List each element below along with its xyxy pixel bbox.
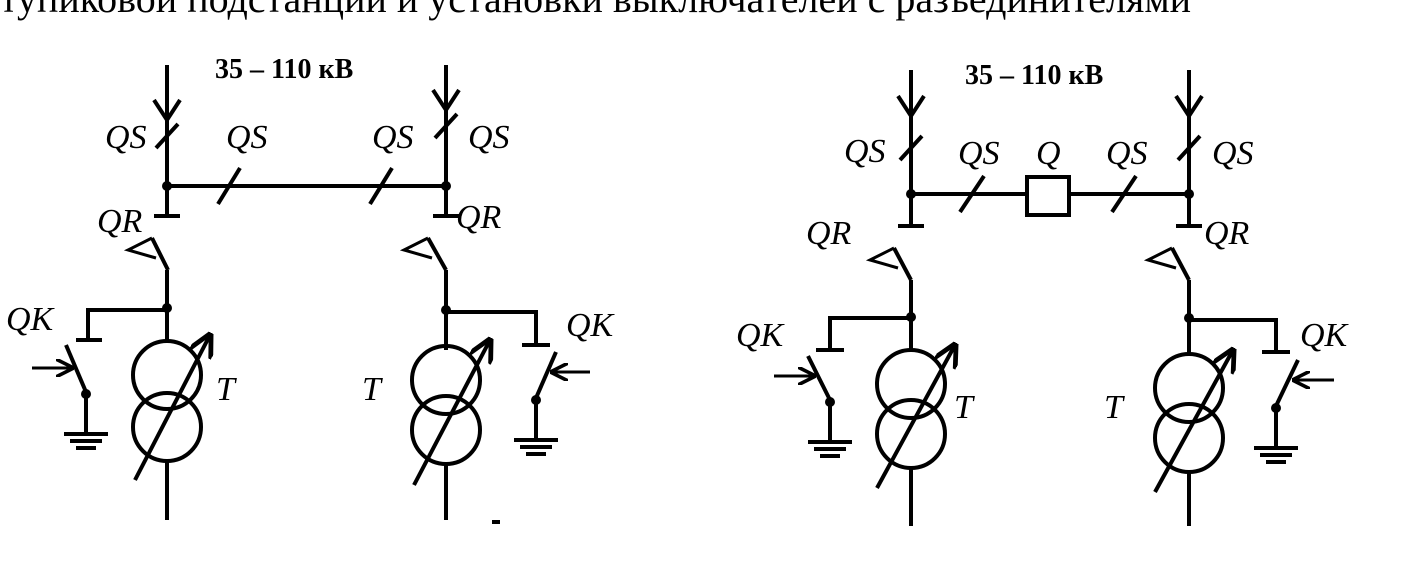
label-qk: QK [1300, 317, 1350, 354]
label-qr: QR [806, 215, 852, 252]
branch-left [774, 194, 955, 526]
disconnector-qs-mark [1110, 174, 1138, 214]
ground-icon [808, 440, 852, 458]
bridge-bus [162, 166, 451, 206]
line-input-left [152, 65, 182, 186]
right-scheme: 35 – 110 кВ [736, 60, 1350, 526]
label-t: T [1104, 389, 1125, 426]
disconnector-qs-mark [216, 166, 242, 206]
label-qs: QS [226, 119, 268, 156]
label-t: T [216, 371, 237, 408]
line-input-right [431, 65, 461, 186]
label-qs: QS [1212, 135, 1254, 172]
transformer-icon [131, 335, 210, 481]
earthing-switch-qk-blade [64, 344, 88, 393]
label-t: T [954, 389, 975, 426]
label-qk: QK [736, 317, 786, 354]
earthing-switch-qk-blade [1274, 359, 1300, 407]
label-qs: QS [844, 133, 886, 170]
disconnector-qs-mark [368, 166, 394, 206]
transformer-icon [875, 345, 955, 489]
voltage-label: 35 – 110 кВ [215, 54, 353, 85]
label-q: Q [1036, 135, 1061, 172]
earthing-switch-qk-blade [534, 351, 558, 399]
branch-right [1143, 194, 1334, 526]
label-qr: QR [97, 203, 143, 240]
branch-right [399, 186, 590, 520]
label-qk: QK [6, 301, 56, 338]
disconnector-qs-mark [1176, 134, 1202, 162]
label-qs: QS [105, 119, 147, 156]
disconnector-qs-mark [154, 122, 180, 150]
breaker-q-icon [1025, 175, 1071, 217]
label-qs: QS [958, 135, 1000, 172]
branch-left [32, 186, 210, 520]
label-qs: QS [1106, 135, 1148, 172]
short-circuiter-qr-blade [150, 237, 170, 271]
label-t: T [362, 371, 383, 408]
ground-icon [64, 432, 108, 450]
transformer-icon [1153, 350, 1233, 493]
label-qs: QS [372, 119, 414, 156]
label-qr: QR [456, 199, 502, 236]
earthing-switch-qk-blade [806, 355, 832, 401]
label-qk: QK [566, 307, 616, 344]
ground-icon [514, 438, 558, 456]
short-circuiter-qr-blade [1170, 247, 1191, 281]
label-qr: QR [1204, 215, 1250, 252]
disconnector-qs-mark [958, 174, 986, 214]
disconnector-qs-mark [898, 134, 924, 162]
transformer-icon [410, 340, 490, 486]
left-scheme: 35 – 110 кВ [6, 54, 616, 520]
bridge-bus [906, 174, 1194, 217]
line-input-left [896, 70, 926, 194]
ground-icon [1254, 446, 1298, 464]
voltage-label: 35 – 110 кВ [965, 60, 1103, 91]
short-circuiter-qr-blade [892, 247, 913, 281]
caption-text: тупиковой подстанции и установки выключа… [0, 0, 1191, 21]
disconnector-qs-mark [433, 112, 459, 140]
short-circuiter-qr-blade [426, 237, 448, 271]
line-input-right [1174, 70, 1204, 194]
label-qs: QS [468, 119, 510, 156]
